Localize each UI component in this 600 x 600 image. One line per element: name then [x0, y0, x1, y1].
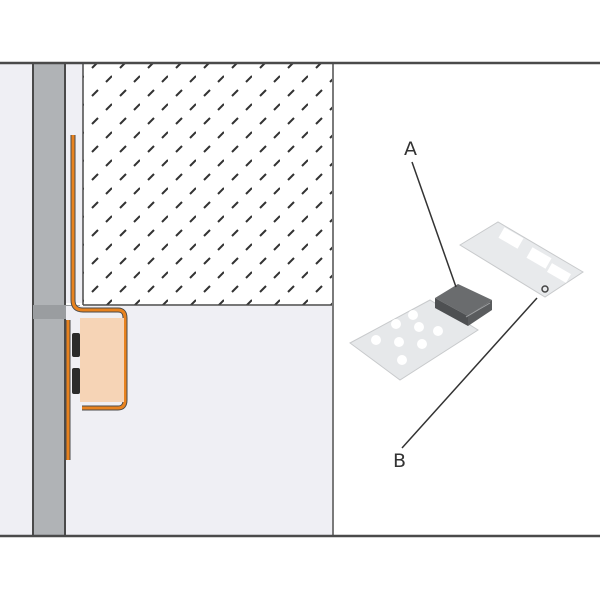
left-light-band	[0, 63, 33, 535]
leader-line-b	[401, 297, 538, 449]
wall-column	[32, 63, 80, 535]
label-b: B	[393, 450, 407, 472]
rubber-pads	[72, 333, 80, 394]
insulation-block	[82, 63, 333, 306]
label-a: A	[404, 138, 417, 160]
orange-profile	[65, 135, 128, 460]
leader-line-a	[411, 161, 457, 288]
clip-assembly	[349, 221, 584, 381]
